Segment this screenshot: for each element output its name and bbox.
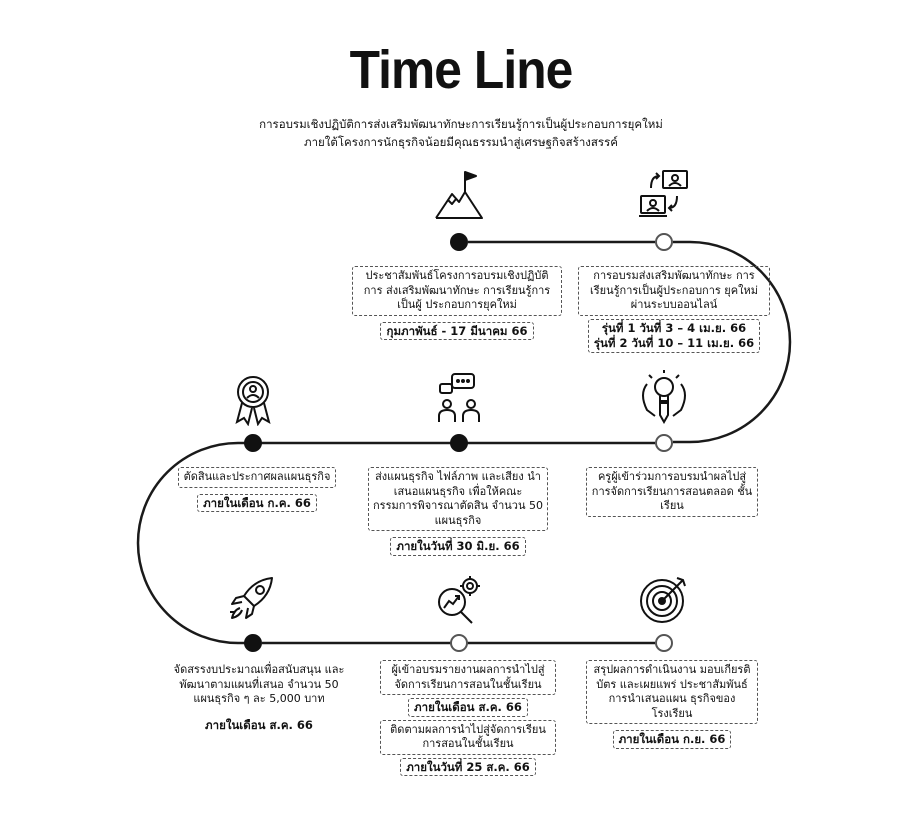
group-discussion-icon xyxy=(438,373,480,422)
milestone-2-date-round-1: รุ่นที่ 1 วันที่ 3 – 4 เม.ย. 66 xyxy=(601,320,747,335)
milestone-4-description: ส่งแผนธุรกิจ ไฟล์ภาพ และเสียง นำเสนอแผนธ… xyxy=(368,467,548,531)
milestone-6-description: จัดสรรงบประมาณเพื่อสนับสนุน และพัฒนาตามแ… xyxy=(173,663,345,705)
milestone-node-6 xyxy=(244,634,262,652)
milestone-7-date-2: ภายในวันที่ 25 ส.ค. 66 xyxy=(400,757,536,776)
milestone-node-5 xyxy=(244,434,262,452)
milestone-3: ครูผู้เข้าร่วมการอบรมนำผลไปสู่ การจัดการ… xyxy=(586,467,758,517)
award-ribbon-icon xyxy=(235,376,271,426)
milestone-node-7 xyxy=(450,634,468,652)
rocket-icon xyxy=(230,577,273,619)
milestone-7-description-2: ติดตามผลการนำไปสู่จัดการเรียน การสอนในชั… xyxy=(380,719,556,755)
milestone-node-8 xyxy=(655,634,673,652)
milestone-4-date: ภายในวันที่ 30 มิ.ย. 66 xyxy=(390,537,526,556)
target-icon xyxy=(640,577,686,623)
milestone-5-date: ภายในเดือน ก.ค. 66 xyxy=(197,493,317,512)
milestone-1: ประชาสัมพันธ์โครงการอบรมเชิงปฏิบัติการ ส… xyxy=(352,266,562,340)
flag-mountain-icon xyxy=(435,171,483,219)
milestone-7: ผู้เข้าอบรมรายงานผลการนำไปสู่ จัดการเรีย… xyxy=(380,660,556,776)
milestone-2-description: การอบรมส่งเสริมพัฒนาทักษะ การเรียนรู้การ… xyxy=(578,266,770,316)
analysis-gear-icon xyxy=(438,576,480,624)
milestone-8-description: สรุปผลการดำเนินงาน มอบเกียรติบัตร และเผย… xyxy=(586,660,758,724)
milestone-7-date: ภายในเดือน ส.ค. 66 xyxy=(408,698,528,717)
milestone-8: สรุปผลการดำเนินงาน มอบเกียรติบัตร และเผย… xyxy=(586,660,758,749)
page-subtitle-line-2: ภายใต้โครงการนักธุรกิจน้อยมีคุณธรรมนำสู่… xyxy=(304,135,618,149)
milestone-7-description: ผู้เข้าอบรมรายงานผลการนำไปสู่ จัดการเรีย… xyxy=(380,660,556,695)
milestone-node-2 xyxy=(655,233,673,251)
milestone-6: จัดสรรงบประมาณเพื่อสนับสนุน และพัฒนาตามแ… xyxy=(166,660,352,734)
milestone-8-date: ภายในเดือน ก.ย. 66 xyxy=(612,730,732,749)
milestone-3-description: ครูผู้เข้าร่วมการอบรมนำผลไปสู่ การจัดการ… xyxy=(586,467,758,517)
milestone-1-date: กุมภาพันธ์ - 17 มีนาคม 66 xyxy=(380,321,534,340)
milestone-6-date: ภายในเดือน ส.ค. 66 xyxy=(205,717,313,732)
milestone-4: ส่งแผนธุรกิจ ไฟล์ภาพ และเสียง นำเสนอแผนธ… xyxy=(368,467,548,556)
milestone-2-dates: รุ่นที่ 1 วันที่ 3 – 4 เม.ย. 66 รุ่นที่ … xyxy=(587,318,761,353)
milestone-5-description: ตัดสินและประกาศผลแผนธุรกิจ xyxy=(178,467,336,488)
page-title: Time Line xyxy=(349,40,574,100)
milestone-node-3 xyxy=(655,434,673,452)
page-subtitle-line-1: การอบรมเชิงปฏิบัติการส่งเสริมพัฒนาทักษะก… xyxy=(259,117,663,131)
milestone-5: ตัดสินและประกาศผลแผนธุรกิจ ภายในเดือน ก.… xyxy=(178,467,336,512)
milestone-2: การอบรมส่งเสริมพัฒนาทักษะ การเรียนรู้การ… xyxy=(578,266,770,353)
idea-pencil-icon xyxy=(642,370,686,424)
milestone-node-4 xyxy=(450,434,468,452)
milestone-2-date-round-2: รุ่นที่ 2 วันที่ 10 – 11 เม.ย. 66 xyxy=(593,335,755,350)
milestone-node-1 xyxy=(450,233,468,251)
online-meeting-icon xyxy=(639,170,688,217)
milestone-1-description: ประชาสัมพันธ์โครงการอบรมเชิงปฏิบัติการ ส… xyxy=(352,266,562,316)
